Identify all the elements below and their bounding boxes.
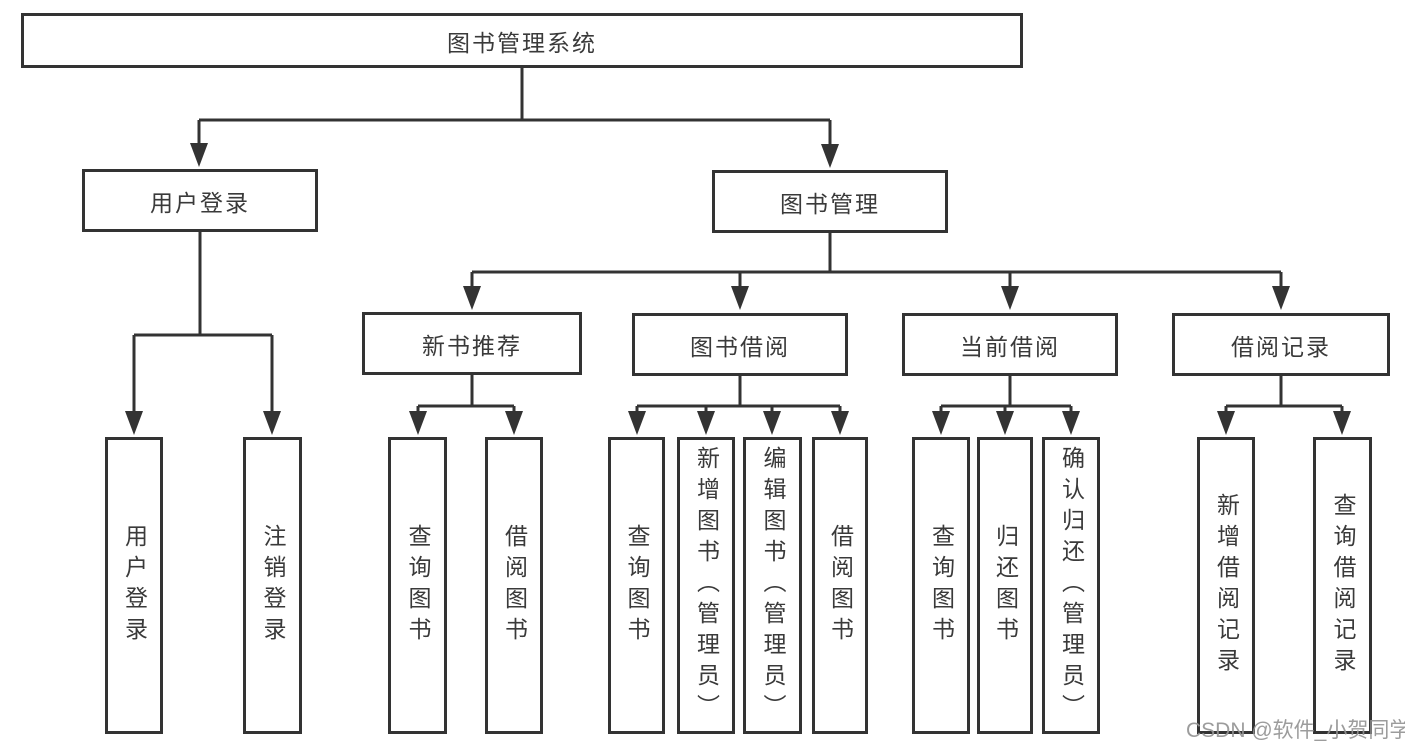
- connector-current-borrow-children: [932, 375, 1080, 435]
- connector-book-borrow-children: [628, 375, 849, 435]
- arrowhead-icon: [190, 143, 208, 167]
- leaf-add-borrow-record: 新增借阅记录: [1197, 437, 1255, 734]
- arrowhead-icon: [463, 286, 481, 310]
- arrowhead-icon: [628, 411, 646, 435]
- arrowhead-icon: [731, 286, 749, 310]
- arrowhead-icon: [1001, 286, 1019, 310]
- arrowhead-icon: [1217, 411, 1235, 435]
- csdn-watermark: CSDN @软件_小贺同学: [1186, 719, 1405, 742]
- node-current-borrow: 当前借阅: [902, 313, 1118, 376]
- node-book-borrow: 图书借阅: [632, 313, 848, 376]
- node-new-book-recommend: 新书推荐: [362, 312, 582, 375]
- arrowhead-icon: [932, 411, 950, 435]
- arrowhead-icon: [831, 411, 849, 435]
- connector-root-to-level2: [190, 68, 839, 168]
- connector-book-management-children: [463, 233, 1290, 310]
- leaf-add-books-admin: 新增图书（管理员）: [677, 437, 735, 734]
- arrowhead-icon: [1333, 411, 1351, 435]
- arrowhead-icon: [1062, 411, 1080, 435]
- connector-new-book-children: [409, 375, 523, 435]
- arrowhead-icon: [1272, 286, 1290, 310]
- arrowhead-icon: [697, 411, 715, 435]
- node-book-management: 图书管理: [712, 170, 948, 233]
- leaf-query-books-borrow: 查询图书: [608, 437, 665, 734]
- arrowhead-icon: [505, 411, 523, 435]
- connector-borrow-records-children: [1217, 375, 1351, 435]
- node-user-login: 用户登录: [82, 169, 318, 232]
- connector-user-login-children: [125, 232, 281, 435]
- leaf-return-books: 归还图书: [977, 437, 1033, 734]
- arrowhead-icon: [996, 411, 1014, 435]
- leaf-edit-books-admin: 编辑图书（管理员）: [743, 437, 802, 734]
- arrowhead-icon: [409, 411, 427, 435]
- arrowhead-icon: [763, 411, 781, 435]
- node-root-system: 图书管理系统: [21, 13, 1023, 68]
- arrowhead-icon: [821, 144, 839, 168]
- leaf-query-borrow-record: 查询借阅记录: [1313, 437, 1372, 734]
- leaf-user-login: 用户登录: [105, 437, 163, 734]
- arrowhead-icon: [125, 411, 143, 435]
- leaf-borrow-books: 借阅图书: [812, 437, 868, 734]
- leaf-confirm-return-admin: 确认归还（管理员）: [1042, 437, 1100, 734]
- leaf-logout: 注销登录: [243, 437, 302, 734]
- leaf-query-books-current: 查询图书: [912, 437, 970, 734]
- leaf-borrow-books-recommend: 借阅图书: [485, 437, 543, 734]
- leaf-query-books-recommend: 查询图书: [388, 437, 447, 734]
- arrowhead-icon: [263, 411, 281, 435]
- node-borrow-records: 借阅记录: [1172, 313, 1390, 376]
